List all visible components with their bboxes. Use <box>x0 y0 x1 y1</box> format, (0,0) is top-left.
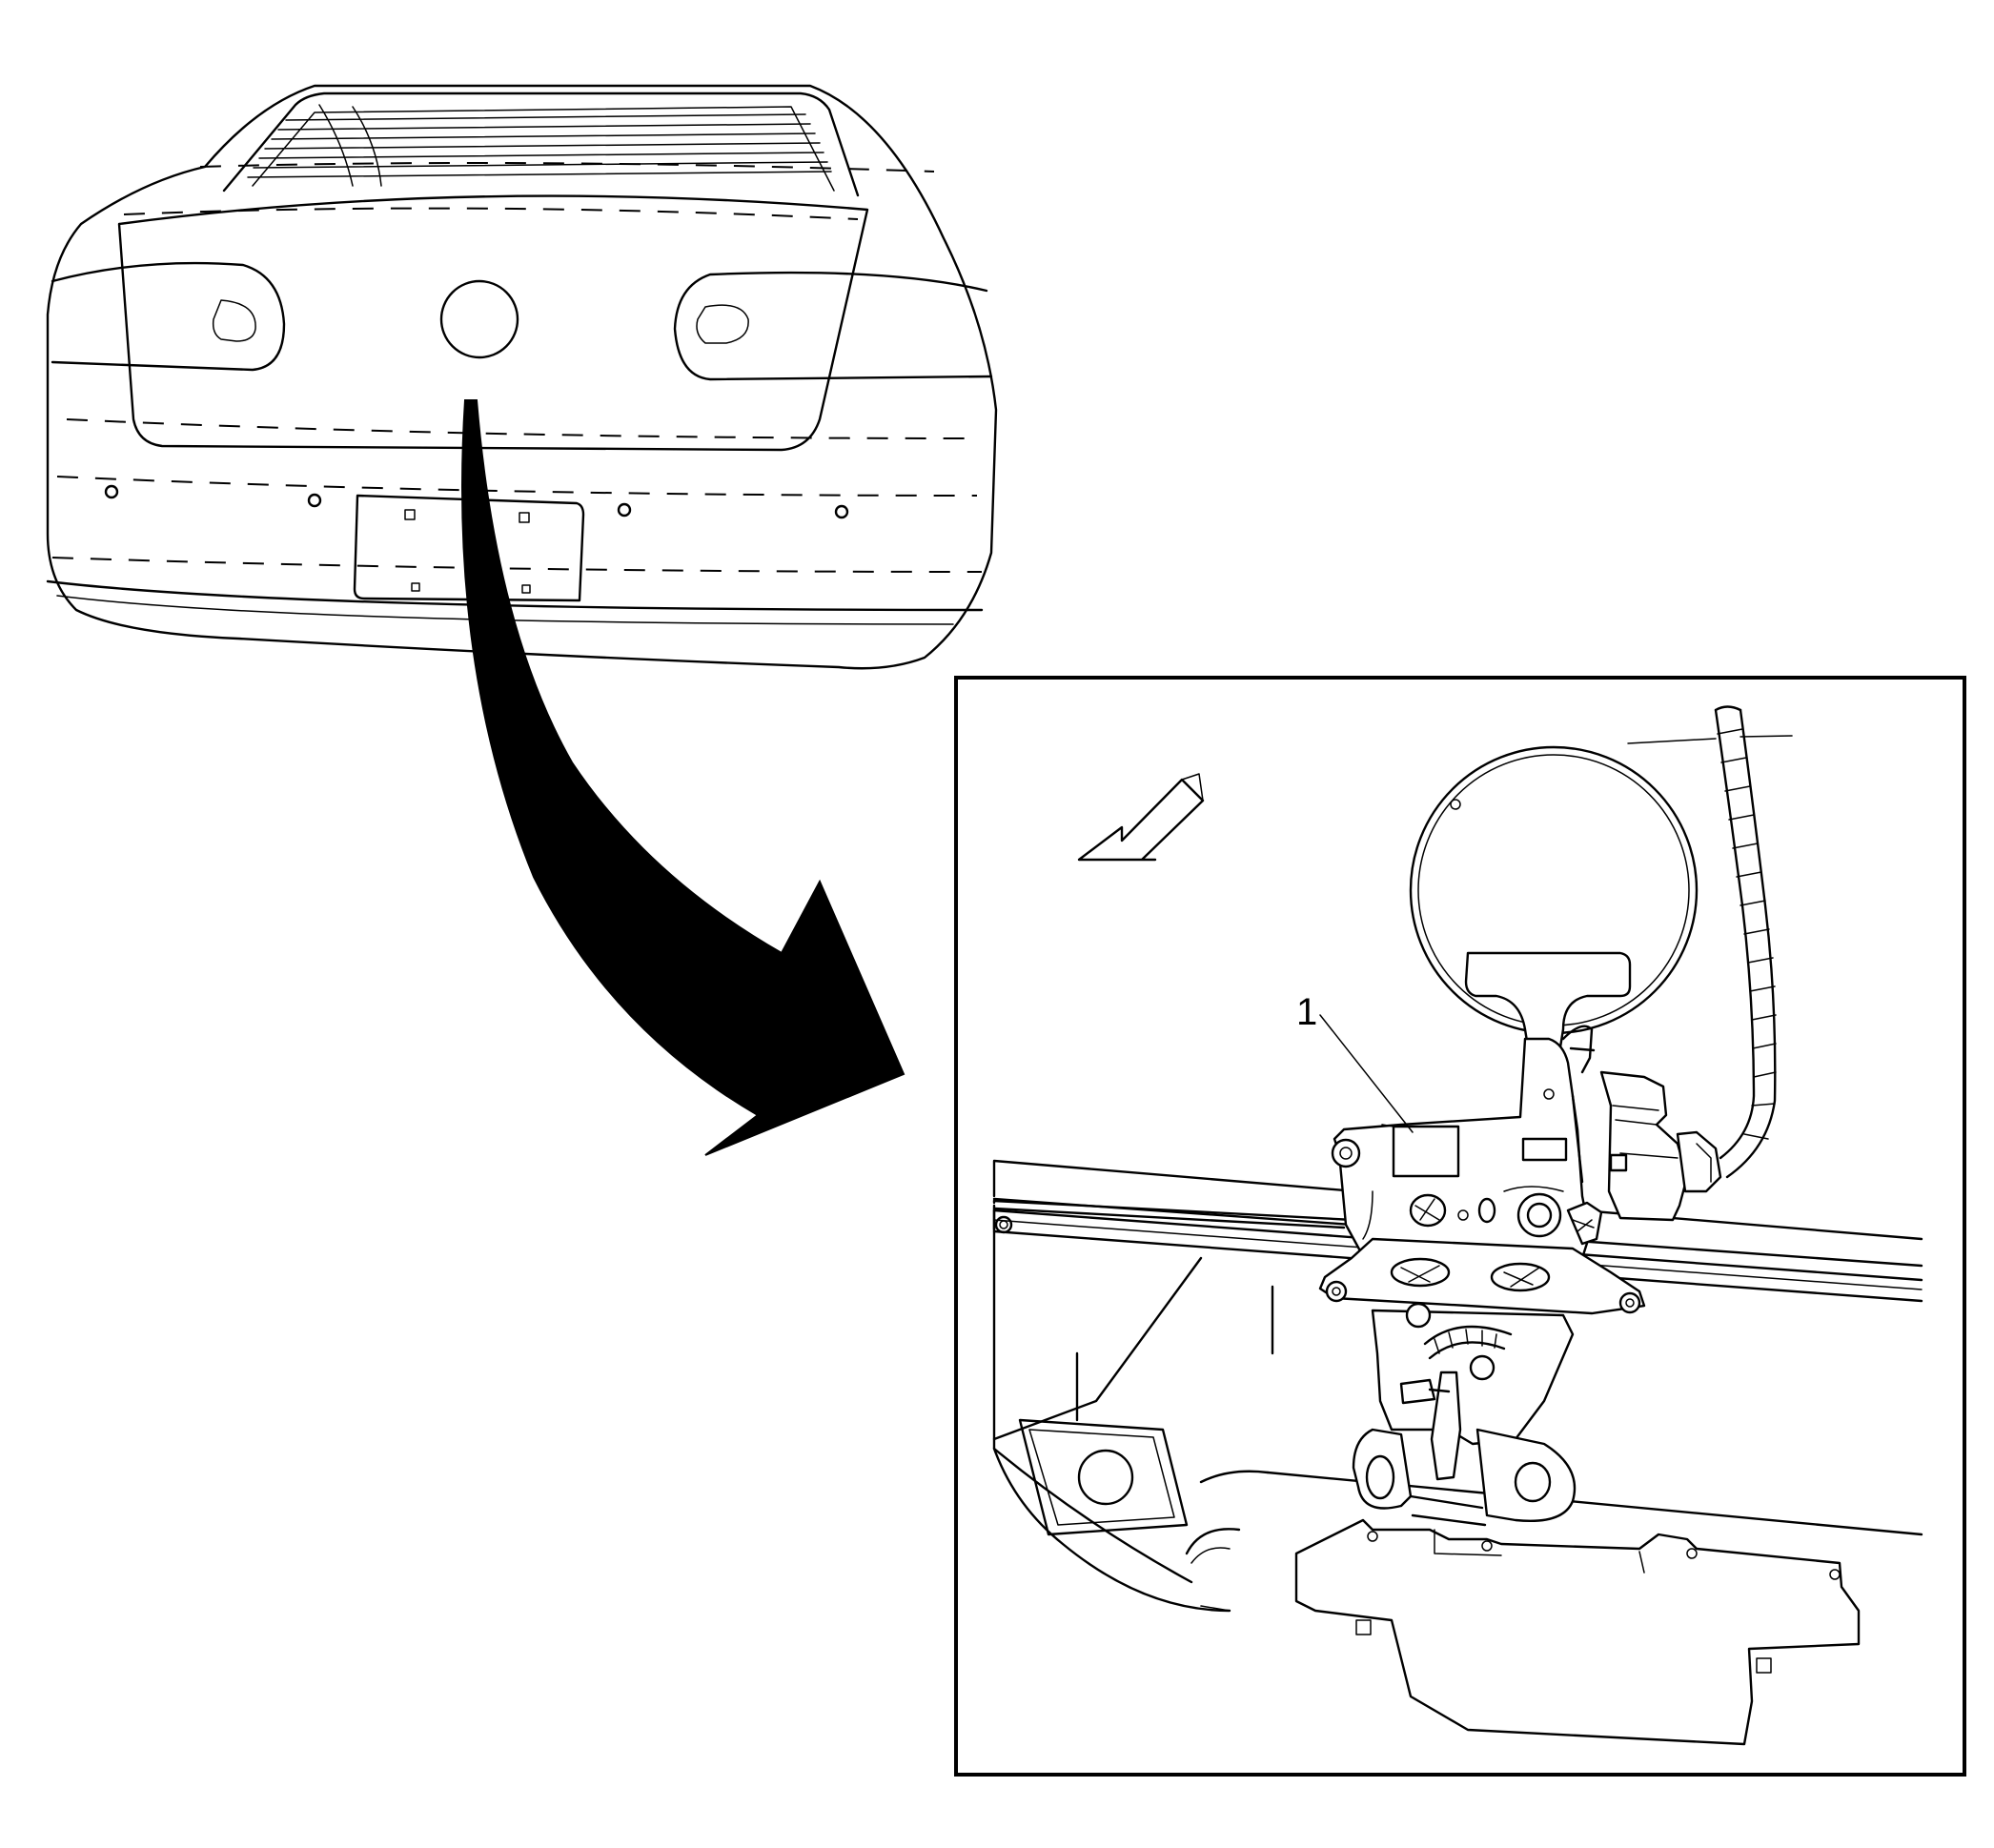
callout-leader-1 <box>1319 1014 1414 1133</box>
wiring-harness <box>1627 705 1793 1179</box>
vehicle-rear-view <box>46 84 998 670</box>
vehicle-body-outline <box>46 84 998 670</box>
detail-view: 1 <box>954 676 1966 1777</box>
license-plate-pocket <box>353 494 585 602</box>
left-tail-lamp <box>51 261 286 372</box>
decklid <box>117 194 869 452</box>
callout-label-1: 1 <box>1296 991 1317 1033</box>
right-tail-lamp <box>673 271 993 381</box>
rear-window <box>222 91 860 197</box>
zoom-arrow <box>461 399 905 1156</box>
parking-sensors <box>104 484 849 519</box>
emergency-release-handle <box>1409 745 1699 1079</box>
body-contour-lines <box>51 162 983 573</box>
rear-window-defroster-lines <box>247 104 832 187</box>
vehicle-front-direction-arrow <box>1077 778 1205 862</box>
latch-mounting-bracket <box>1294 1518 1861 1746</box>
rear-bumper <box>46 579 984 612</box>
decklid-emblem <box>439 279 519 359</box>
decklid-latch <box>1318 1025 1722 1527</box>
